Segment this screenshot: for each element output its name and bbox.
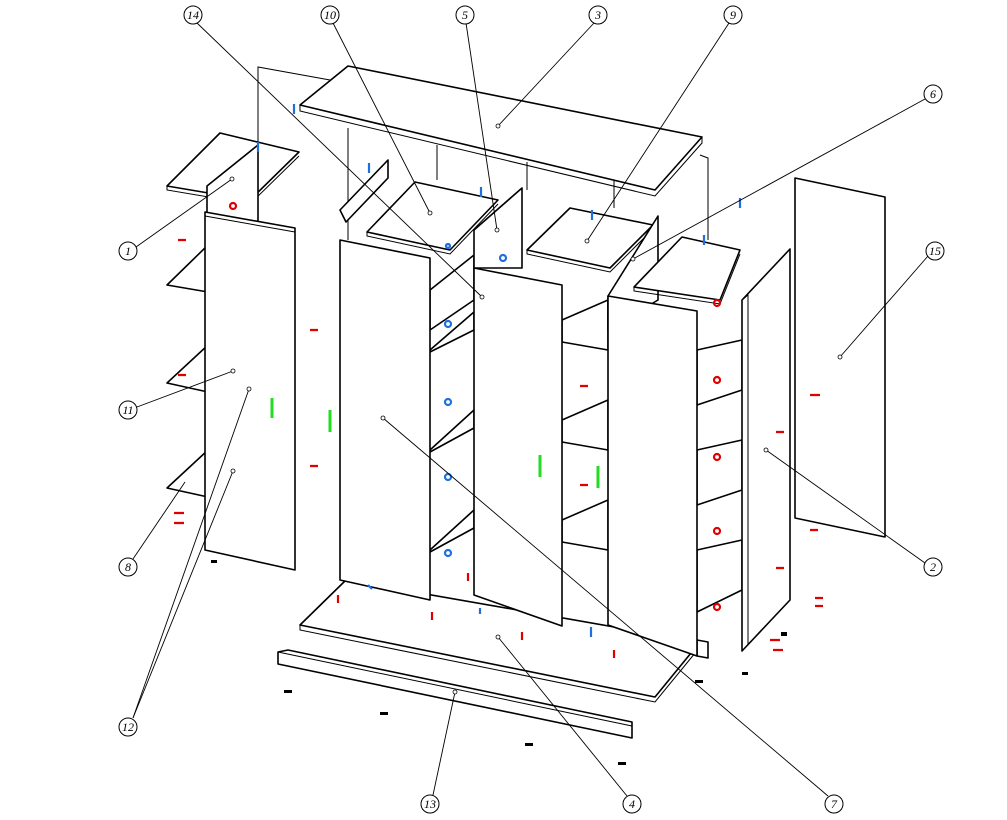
svg-text:1: 1 <box>125 244 131 258</box>
svg-text:12: 12 <box>122 720 134 734</box>
callout-7: 7 <box>824 794 844 814</box>
callout-9: 9 <box>723 5 743 25</box>
door-right-middle <box>607 295 698 657</box>
callout-10: 10 <box>320 5 340 25</box>
middle-section <box>339 159 743 613</box>
svg-text:15: 15 <box>929 244 941 258</box>
callout-11: 11 <box>118 400 138 420</box>
callout-5: 5 <box>455 5 475 25</box>
callout-14: 14 <box>183 5 203 25</box>
svg-text:7: 7 <box>831 797 838 811</box>
svg-text:13: 13 <box>424 797 436 811</box>
callout-8: 8 <box>118 557 138 577</box>
svg-text:11: 11 <box>122 403 133 417</box>
svg-text:14: 14 <box>187 8 199 22</box>
svg-text:6: 6 <box>930 87 936 101</box>
callout-4: 4 <box>622 794 642 814</box>
svg-text:4: 4 <box>629 797 635 811</box>
callout-6: 6 <box>923 84 943 104</box>
callout-13: 13 <box>420 794 440 814</box>
top-panel <box>299 65 703 191</box>
callout-2: 2 <box>923 557 943 577</box>
callout-12: 12 <box>118 717 138 737</box>
leader-dots <box>229 123 843 695</box>
callout-1: 1 <box>118 241 138 261</box>
callout-3: 3 <box>588 5 608 25</box>
svg-text:8: 8 <box>125 560 131 574</box>
svg-text:10: 10 <box>324 8 336 22</box>
svg-text:2: 2 <box>930 560 936 574</box>
fittings <box>174 104 823 765</box>
leader-lines <box>132 22 929 797</box>
svg-text:3: 3 <box>594 8 601 22</box>
svg-text:9: 9 <box>730 8 736 22</box>
door-center <box>473 267 563 627</box>
svg-text:5: 5 <box>462 8 468 22</box>
callout-15: 15 <box>925 241 945 261</box>
